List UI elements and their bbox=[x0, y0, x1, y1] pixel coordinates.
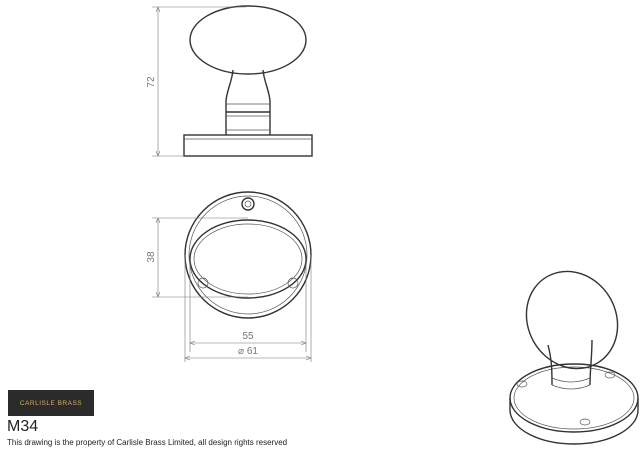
isometric-view bbox=[509, 270, 639, 445]
iso-rose-side bbox=[509, 398, 639, 445]
product-code: M34 bbox=[7, 418, 39, 435]
diameter-arrow-right bbox=[305, 355, 312, 361]
iso-screw-right bbox=[604, 371, 616, 379]
knob-oval-outline bbox=[189, 219, 307, 299]
diameter-arrow-left bbox=[184, 355, 191, 361]
rose-plate-outline bbox=[183, 134, 313, 157]
side-elevation-view: 72 bbox=[146, 5, 313, 157]
height-arrow-top bbox=[155, 6, 161, 13]
knob-oval-inner bbox=[193, 223, 303, 295]
inner-dimension-label: 55 bbox=[242, 331, 254, 342]
iso-rose-top bbox=[509, 363, 639, 433]
iso-screw-left bbox=[516, 380, 528, 388]
oval-arrow-top bbox=[155, 217, 161, 224]
diameter-dimension-label: ⌀ 61 bbox=[238, 346, 258, 357]
inner-arrow-right bbox=[300, 340, 307, 346]
rose-inner-circle bbox=[188, 195, 308, 315]
screw-hole-right bbox=[287, 277, 299, 289]
iso-knob-head bbox=[525, 270, 619, 370]
oval-dimension-label: 38 bbox=[146, 251, 157, 263]
height-dimension-label: 72 bbox=[146, 76, 157, 88]
iso-rose-inner bbox=[513, 366, 635, 430]
logo-text: CARLISLE BRASS bbox=[19, 399, 83, 407]
inner-arrow-left bbox=[189, 340, 196, 346]
iso-screw-bottom bbox=[579, 418, 591, 426]
knob-head-outline bbox=[189, 5, 307, 75]
oval-arrow-bottom bbox=[155, 291, 161, 298]
height-arrow-bottom bbox=[155, 150, 161, 157]
screw-hole-left bbox=[197, 277, 209, 289]
carlisle-brass-logo: CARLISLE BRASS bbox=[8, 390, 94, 416]
iso-neck bbox=[547, 339, 593, 386]
footer-note: This drawing is the property of Carlisle… bbox=[7, 438, 288, 447]
screw-hole-top bbox=[241, 197, 255, 211]
knob-neck-outline bbox=[225, 69, 271, 135]
screw-hole-top-inner bbox=[244, 200, 252, 208]
iso-collar bbox=[551, 377, 591, 390]
rose-outer-circle bbox=[184, 191, 312, 319]
front-view: 38 55 ⌀ 61 bbox=[146, 191, 312, 362]
